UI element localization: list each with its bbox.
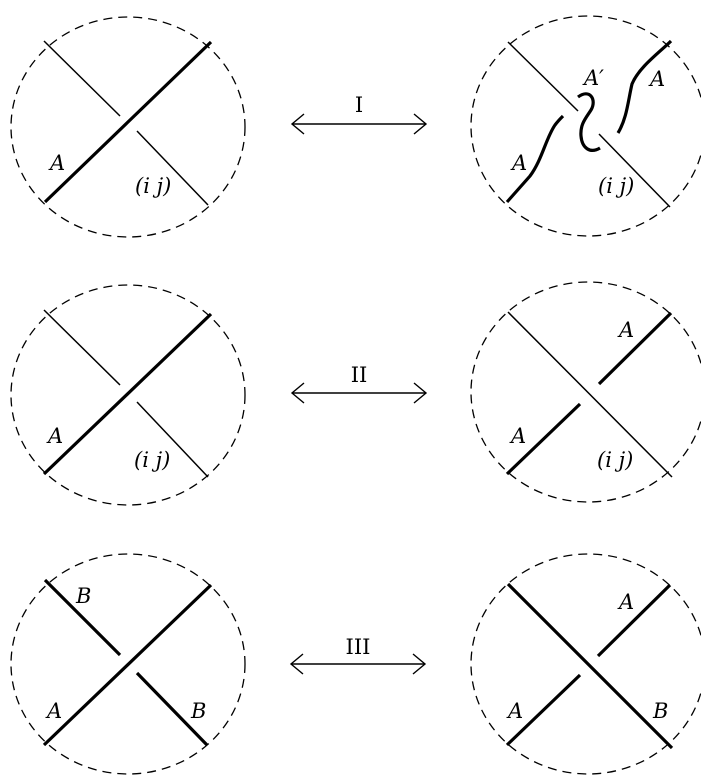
label-ij: (i j) (597, 448, 633, 472)
strand-a-upper (597, 311, 673, 386)
label-a-upper: A (648, 67, 665, 91)
row-2-left-diagram: A (i j) (10, 284, 246, 506)
strand-ij-upper (43, 40, 121, 117)
label-a-bottom-left: A (45, 699, 62, 723)
row-3-right-diagram: A A B (470, 553, 701, 775)
label-a: A (46, 424, 63, 448)
strand-b (506, 582, 674, 750)
dashed-circle (10, 284, 246, 506)
move-label-2: II (351, 363, 368, 387)
strand-ij-lower (136, 130, 209, 206)
move-arrow-2: II (290, 363, 428, 404)
strand-a-lower (505, 673, 582, 747)
row-1-left-diagram: A (i j) (10, 16, 246, 238)
label-a-lower: A (510, 151, 527, 175)
strand-a (43, 40, 213, 204)
arrow-head-left (290, 382, 305, 404)
arrow-head-right (413, 382, 428, 404)
arrow-head-right (412, 653, 427, 675)
strand-a-kink (577, 92, 601, 152)
label-a-bottom-left: A (506, 699, 523, 723)
strand-ij-lower (136, 401, 209, 478)
strand-a-lower (505, 114, 565, 204)
row-2: A (i j) II A A (i j) (10, 281, 701, 506)
label-ij: (i j) (598, 174, 634, 198)
row-1-right-diagram: A′ A A (i j) (470, 15, 701, 237)
move-arrow-3: III (289, 635, 427, 675)
dashed-circle (10, 16, 246, 238)
strand-b-upper (43, 578, 122, 657)
arrow-head-right (413, 113, 428, 135)
strand-a (42, 583, 213, 747)
row-1: A (i j) I A′ A A (i j) (10, 15, 701, 238)
strand-a-upper (596, 583, 672, 658)
label-a: A (48, 151, 65, 175)
strand-a-upper (616, 39, 673, 134)
strand-ij (507, 311, 673, 478)
move-label-3: III (346, 635, 371, 659)
row-3-left-diagram: B A B (10, 553, 246, 775)
label-ij: (i j) (134, 448, 170, 472)
label-b-bottom-right: B (652, 699, 668, 723)
strand-a-lower (505, 402, 582, 476)
label-a-upper: A (617, 318, 634, 342)
arrow-head-left (289, 653, 304, 675)
strand-b-lower (135, 671, 209, 747)
row-2-right-diagram: A A (i j) (470, 281, 701, 503)
label-a-top-right: A (617, 590, 634, 614)
label-b-bottom-right: B (190, 699, 206, 723)
strand-a (42, 312, 213, 476)
move-arrow-1: I (290, 93, 428, 135)
strand-ij-upper (507, 41, 579, 112)
dashed-circle (10, 553, 246, 775)
label-b-top-left: B (75, 584, 91, 608)
label-a-prime: A′ (582, 66, 604, 90)
arrow-head-left (290, 113, 305, 135)
dashed-circle (470, 281, 701, 503)
row-3: B A B III A A B (10, 553, 701, 775)
strand-ij-upper (43, 309, 121, 386)
move-label-1: I (355, 93, 363, 117)
label-ij: (i j) (135, 174, 171, 198)
strand-ij-lower (598, 133, 671, 208)
label-a-lower: A (509, 424, 526, 448)
